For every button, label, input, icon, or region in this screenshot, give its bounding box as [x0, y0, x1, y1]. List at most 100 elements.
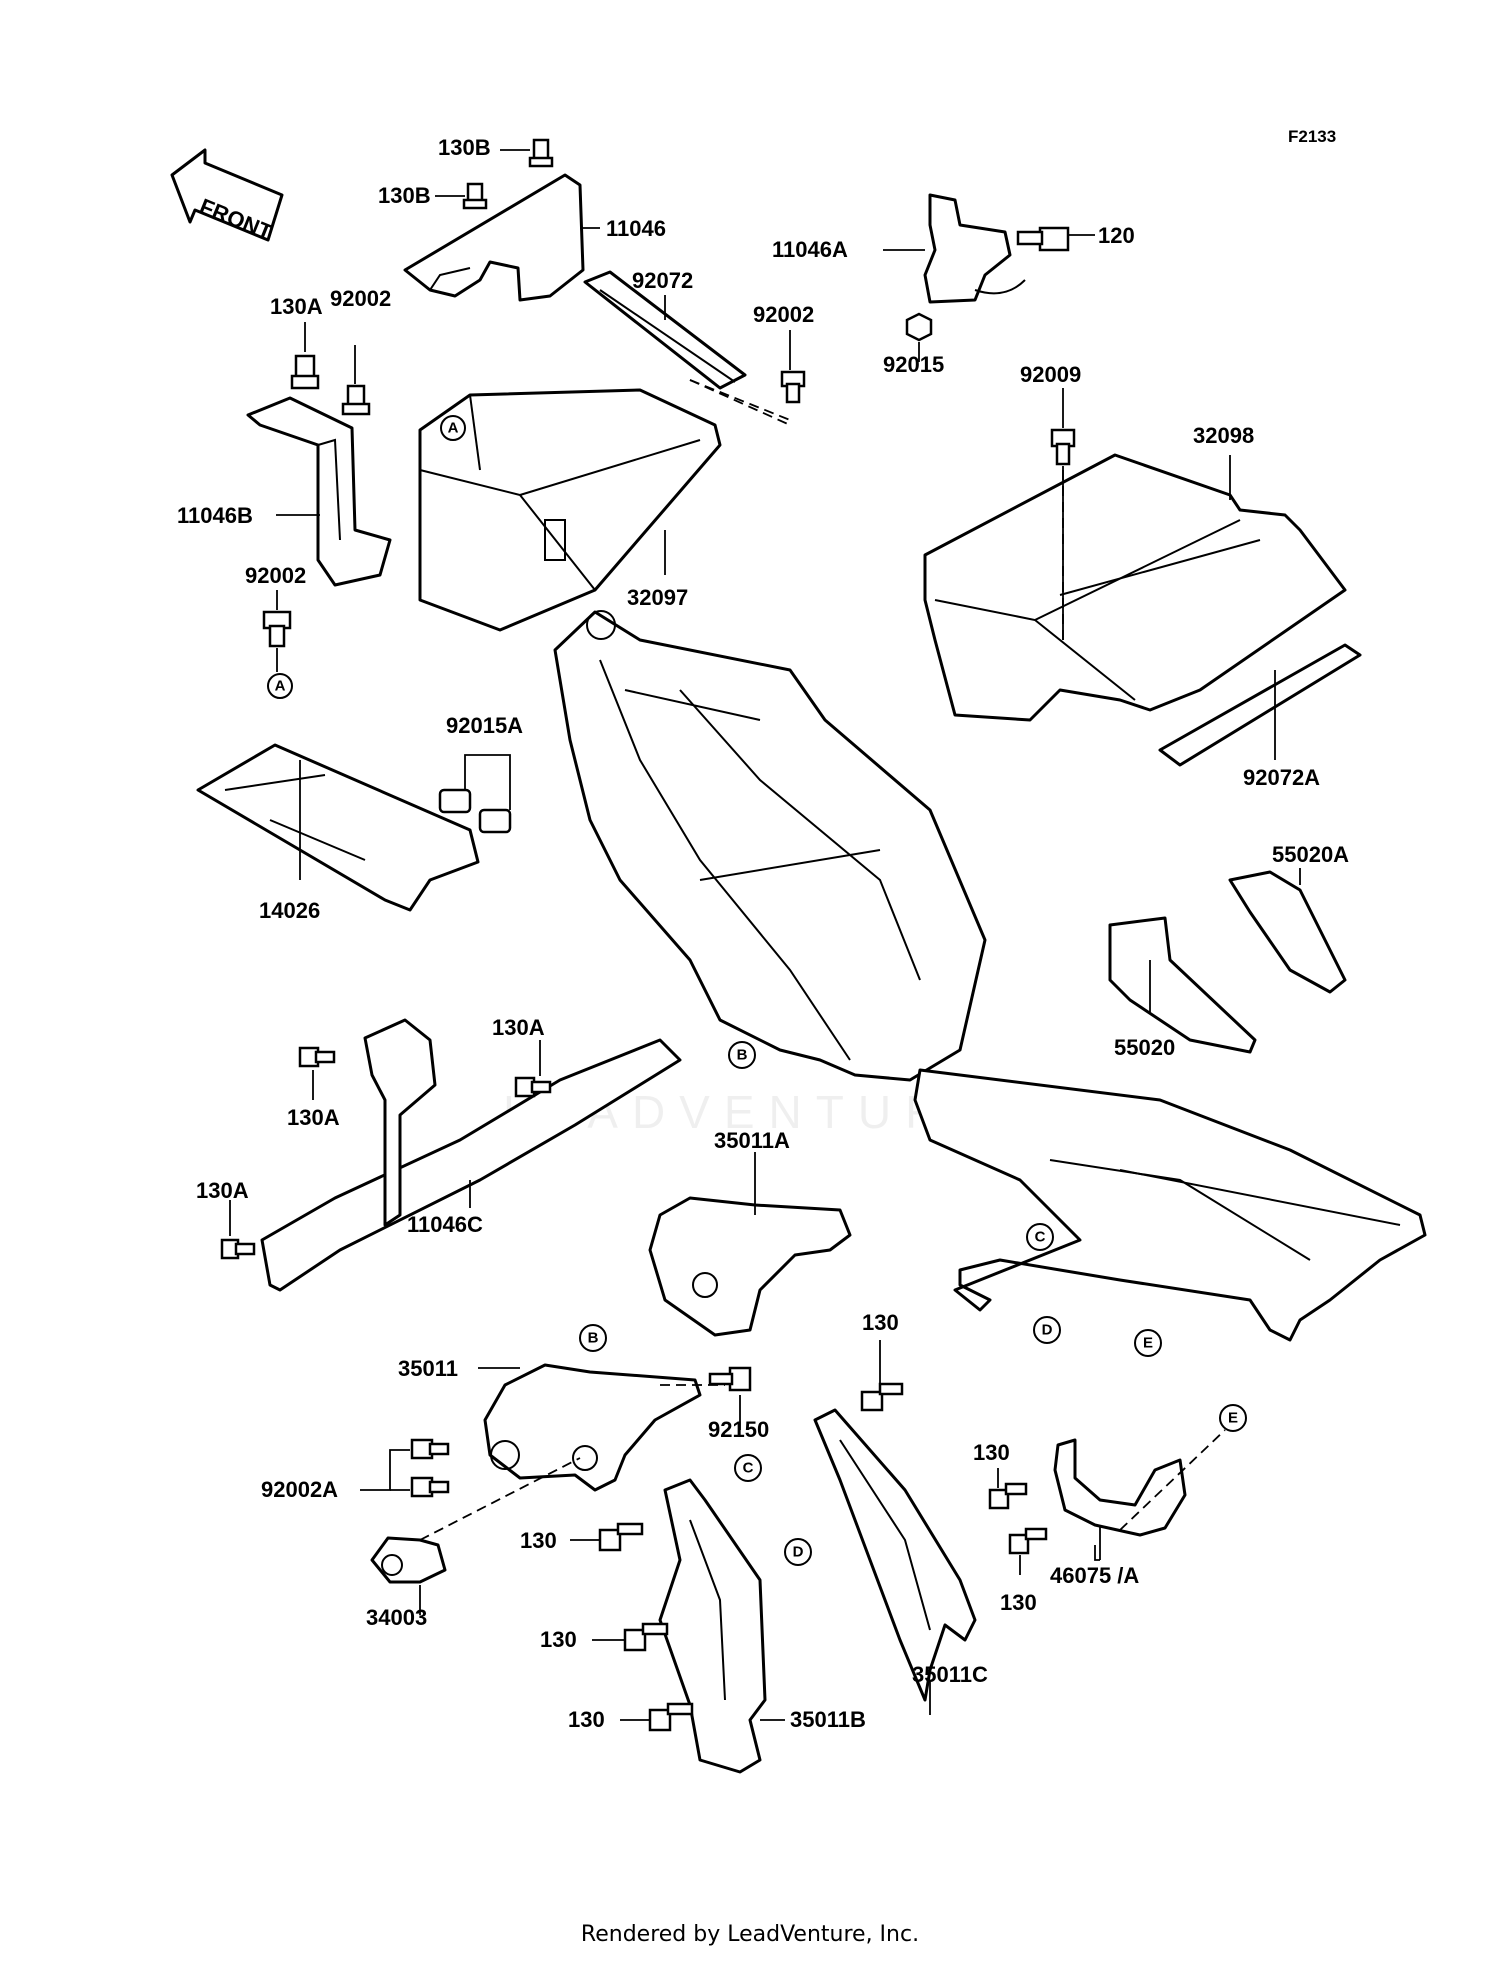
label-14026: 14026: [259, 898, 320, 923]
label-32098: 32098: [1193, 423, 1254, 448]
label-11046c: 11046C: [407, 1212, 483, 1237]
figure-code: F2133: [1288, 127, 1336, 146]
label-120: 120: [1098, 223, 1135, 248]
bolt-130a-top-icon: [290, 354, 320, 390]
label-34003: 34003: [366, 1605, 427, 1630]
bracket-46075a-drawing: [1053, 1438, 1187, 1537]
label-130a-top: 130A: [270, 294, 323, 319]
ref-e-bracket: E: [1219, 1404, 1247, 1432]
label-92072: 92072: [632, 268, 693, 293]
strap-92072-drawing: [583, 270, 747, 390]
label-35011: 35011: [398, 1356, 458, 1381]
bolt-130-d-icon: [623, 1622, 669, 1652]
ref-e-subframe: E: [1134, 1329, 1162, 1357]
svg-text:A: A: [448, 420, 459, 437]
label-35011a: 35011A: [714, 1128, 790, 1153]
label-92072a: 92072A: [1243, 765, 1320, 790]
bolt-92009-icon: [1050, 428, 1076, 466]
bolt-130b-top-icon: [528, 138, 554, 168]
ref-a-upper: A: [440, 415, 466, 441]
label-130a-left: 130A: [287, 1105, 340, 1130]
main-frame-drawing: [553, 610, 987, 1082]
svg-text:A: A: [275, 678, 286, 695]
label-92002a: 92002A: [261, 1477, 338, 1502]
bracket-35011c-drawing: [813, 1408, 977, 1702]
bracket-35011b-drawing: [658, 1478, 767, 1774]
svg-text:C: C: [1035, 1229, 1046, 1246]
ref-d-bracket: D: [784, 1538, 812, 1566]
bolt-130-r2-icon: [1008, 1527, 1048, 1555]
label-35011c: 35011C: [912, 1662, 988, 1687]
bolt-130a-left-icon: [298, 1046, 336, 1068]
bolt-130-c-icon: [598, 1522, 644, 1552]
ref-c-subframe: C: [1026, 1223, 1054, 1251]
label-92015a: 92015A: [446, 713, 523, 738]
svg-text:C: C: [743, 1460, 754, 1477]
svg-text:E: E: [1143, 1335, 1153, 1352]
label-92002-right: 92002: [753, 302, 814, 327]
bolt-92150-icon: [708, 1366, 752, 1392]
label-130a-far: 130A: [196, 1178, 249, 1203]
bolt-120-icon: [1016, 226, 1070, 252]
svg-text:D: D: [1042, 1322, 1053, 1339]
svg-text:B: B: [588, 1330, 599, 1347]
label-130-e: 130: [568, 1707, 605, 1732]
rear-subframe-drawing: [913, 1068, 1427, 1342]
label-92002-lower: 92002: [245, 563, 306, 588]
tray-32098-drawing: [923, 453, 1347, 722]
bolt-130a-far-icon: [220, 1238, 256, 1260]
label-35011b: 35011B: [790, 1707, 866, 1732]
svg-text:B: B: [737, 1047, 748, 1064]
bolt-92002-left-icon: [341, 384, 371, 416]
bolt-130-mid-icon: [860, 1382, 904, 1412]
label-92002-left: 92002: [330, 286, 391, 311]
bolt-130-e-icon: [648, 1702, 694, 1732]
reference-markers: A A B B C D E C D E: [267, 415, 1247, 1566]
ref-d-subframe: D: [1033, 1316, 1061, 1344]
label-130-mid: 130: [862, 1310, 899, 1335]
bracket-11046a-drawing: [923, 193, 1026, 304]
label-130-c: 130: [520, 1528, 557, 1553]
svg-text:E: E: [1228, 1410, 1238, 1427]
nut-92015-icon: [905, 312, 933, 342]
label-130a-mid: 130A: [492, 1015, 545, 1040]
label-130-r1: 130: [973, 1440, 1010, 1465]
bolt-130a-mid-icon: [514, 1076, 552, 1098]
battery-box-32097-drawing: [418, 388, 722, 632]
bracket-11046b-drawing: [246, 396, 392, 587]
label-46075a: 46075 /A: [1050, 1563, 1139, 1588]
svg-text:D: D: [793, 1544, 804, 1561]
bracket-11046-drawing: [403, 173, 585, 302]
label-32097: 32097: [627, 585, 688, 610]
label-11046: 11046: [606, 216, 666, 241]
label-92009: 92009: [1020, 362, 1081, 387]
label-55020a: 55020A: [1272, 842, 1349, 867]
bracket-35011-drawing: [483, 1363, 702, 1492]
part-labels: 130B 130B 11046 92072 92002 11046A 120 9…: [177, 135, 1349, 1732]
clip-92015a-icon: [438, 788, 512, 834]
label-130-d: 130: [540, 1627, 577, 1652]
clevis-34003-drawing: [370, 1536, 447, 1584]
leader-lines: [229, 149, 1301, 1721]
front-arrow-icon: FRONT: [170, 148, 284, 245]
dashed-reference-lines: [419, 379, 1226, 1541]
plate-14026-drawing: [196, 743, 480, 912]
bolt-92002a-upper-icon: [410, 1438, 450, 1460]
label-92015: 92015: [883, 352, 944, 377]
bracket-55020a-drawing: [1228, 870, 1347, 994]
bolt-130-r1-icon: [988, 1482, 1028, 1510]
label-130b-side: 130B: [378, 183, 431, 208]
bolt-92002a-lower-icon: [410, 1476, 450, 1498]
ref-a-lower: A: [267, 673, 293, 699]
ref-b-frame: B: [728, 1041, 756, 1069]
label-11046a: 11046A: [772, 237, 848, 262]
strap-92072a-drawing: [1158, 643, 1362, 767]
label-130-r2: 130: [1000, 1590, 1037, 1615]
ref-b-bracket: B: [579, 1324, 607, 1352]
bolt-92002-lower-icon: [262, 610, 292, 648]
bracket-11046c-drawing: [260, 1018, 682, 1292]
label-55020: 55020: [1114, 1035, 1175, 1060]
label-92150: 92150: [708, 1417, 769, 1442]
bolt-130b-side-icon: [462, 182, 488, 210]
